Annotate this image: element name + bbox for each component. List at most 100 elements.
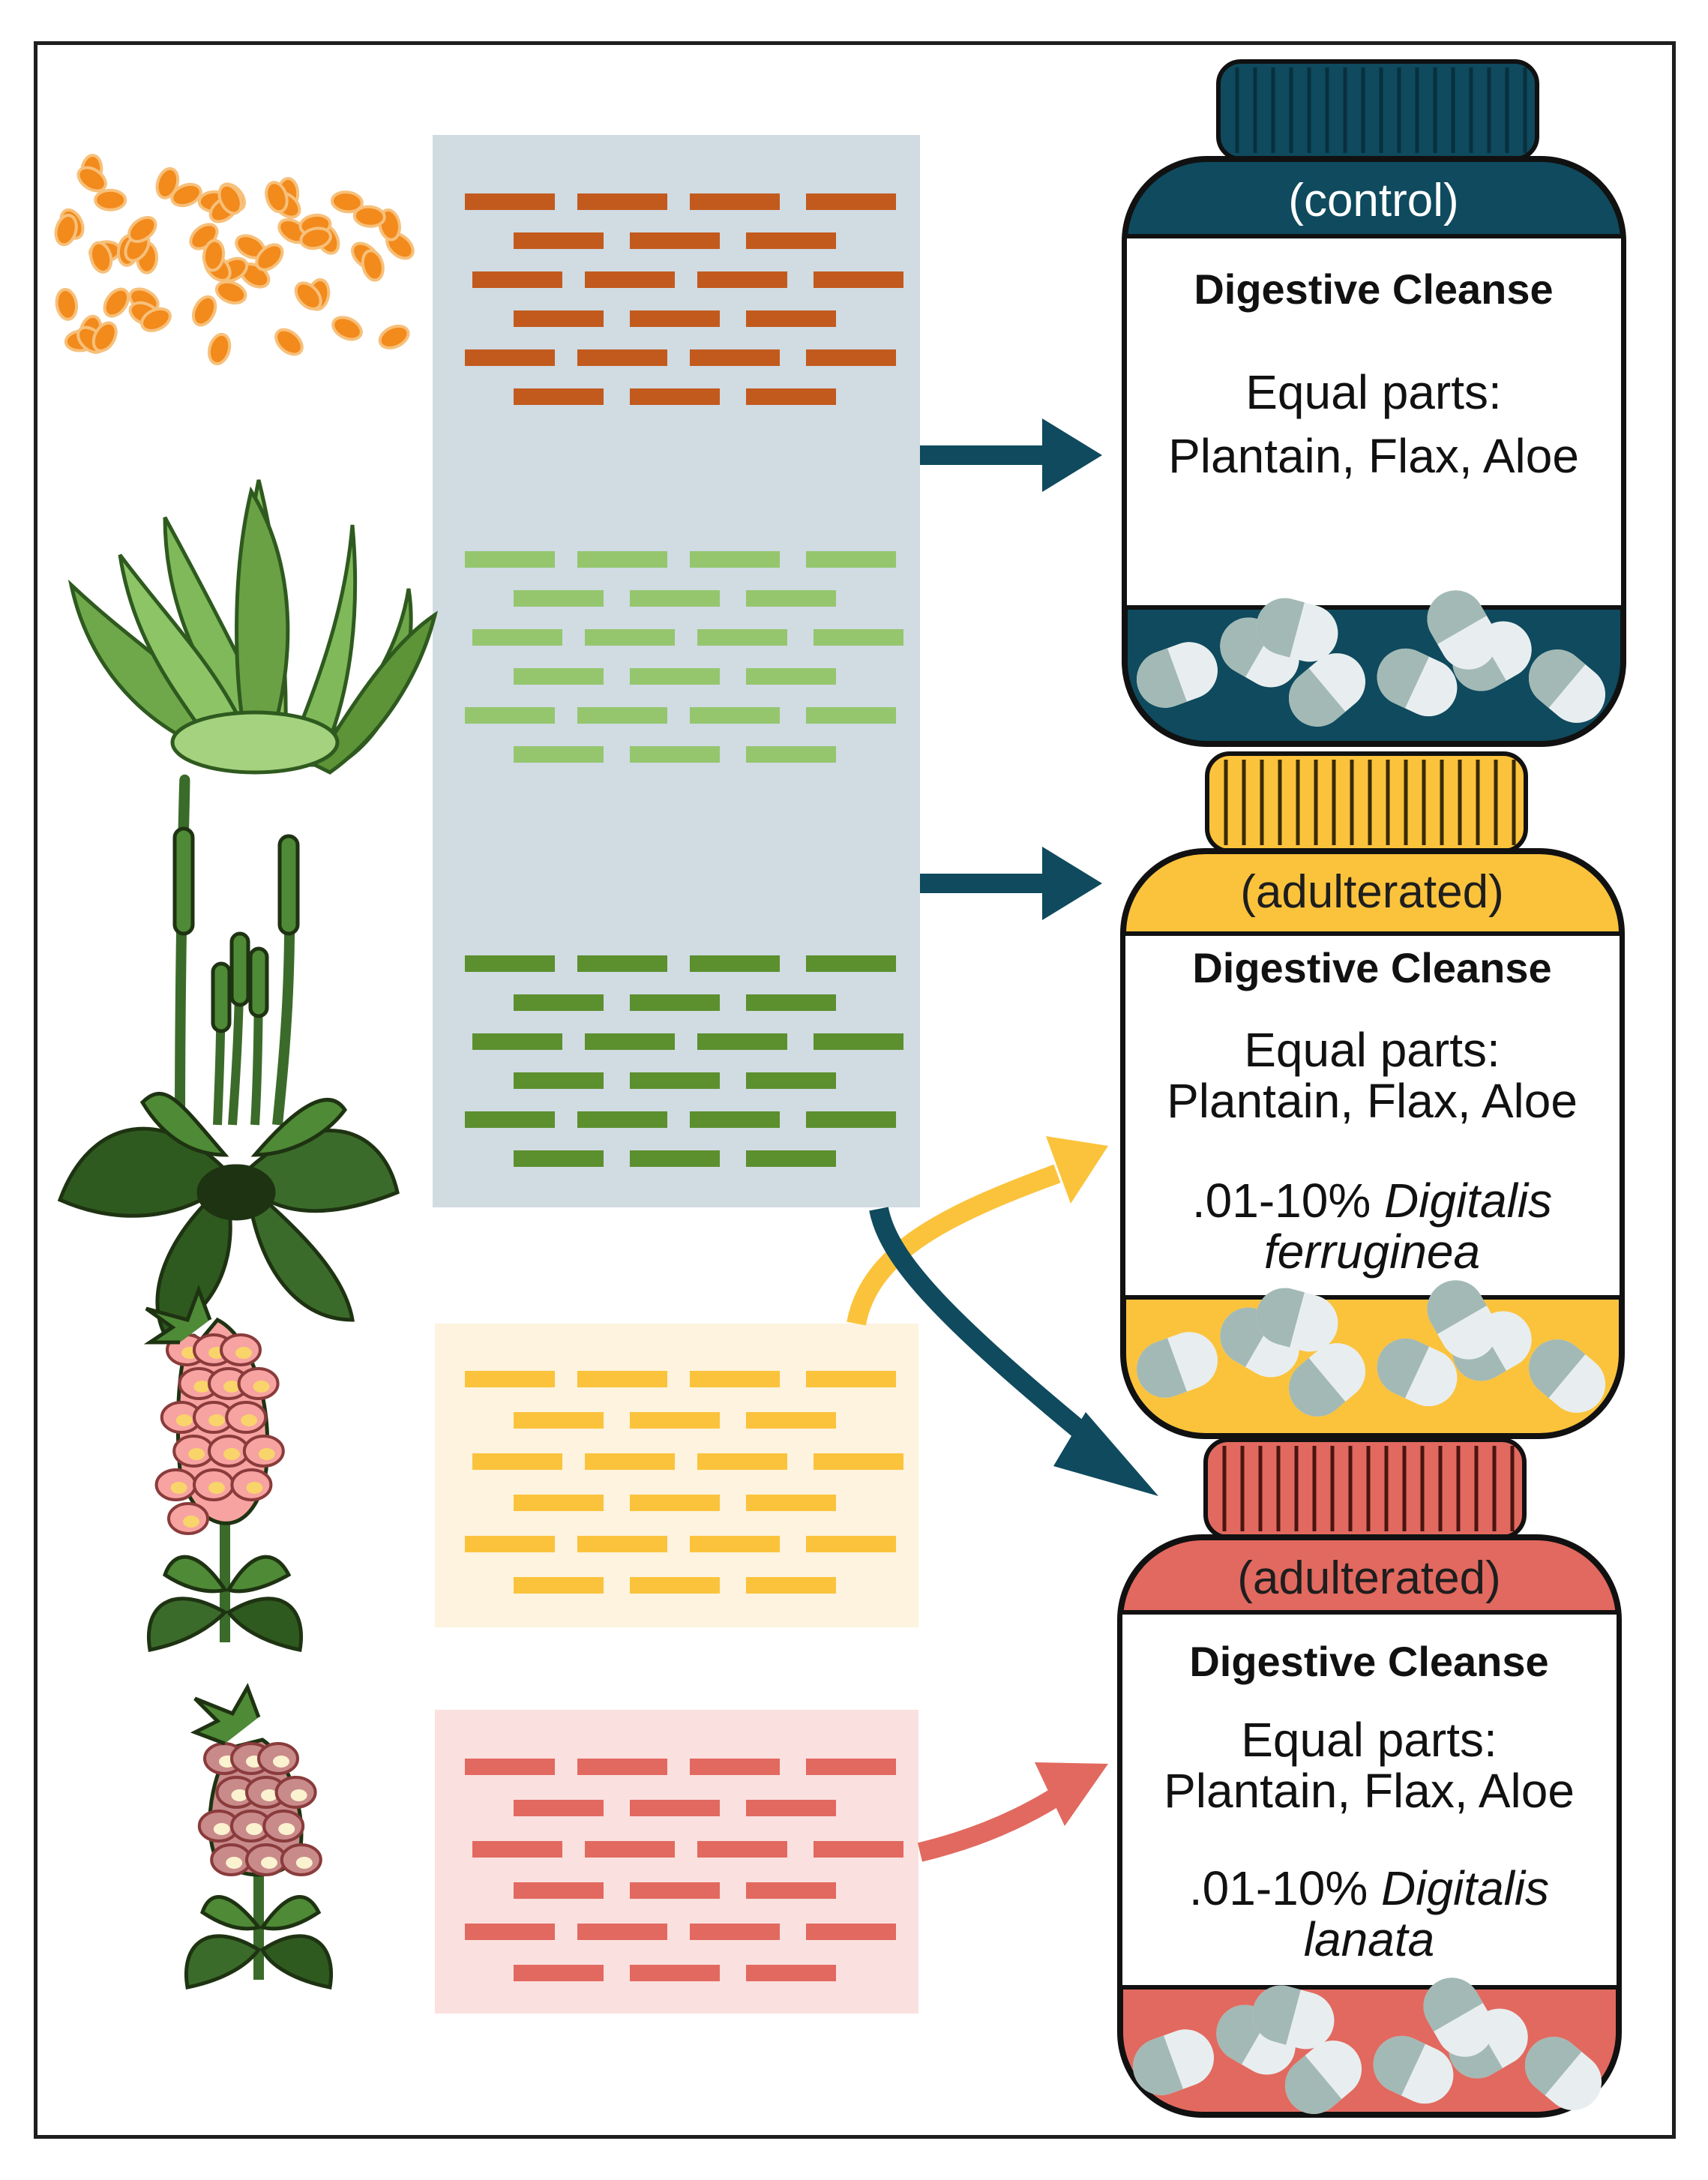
- extract-bar: [577, 707, 667, 724]
- extract-bar: [806, 955, 896, 972]
- extract-bar: [746, 1577, 836, 1594]
- extract-bar: [690, 1371, 780, 1387]
- flax-seed: [76, 166, 107, 193]
- extract-bar: [577, 1371, 667, 1387]
- extract-bar: [585, 271, 675, 288]
- flax-extract-bars: [465, 193, 903, 405]
- extract-bar: [806, 1924, 896, 1940]
- floret-center: [246, 1482, 263, 1494]
- extract-bar: [746, 1150, 836, 1167]
- extract-bar: [690, 551, 780, 568]
- extract-bar: [630, 668, 720, 685]
- extract-bar: [514, 232, 604, 249]
- flax-seed: [352, 205, 386, 228]
- extract-bar: [697, 629, 787, 646]
- extract-bar: [465, 349, 555, 366]
- extract-bar: [585, 1033, 675, 1050]
- flax-seed: [330, 190, 364, 214]
- extract-bar: [814, 1033, 903, 1050]
- capsule: [1427, 1280, 1497, 1360]
- capsule: [1256, 1288, 1338, 1352]
- capsule: [1373, 2035, 1454, 2104]
- extract-bar: [585, 1841, 675, 1858]
- flax-seeds-icon: [54, 154, 415, 366]
- bottle-tag: (adulterated): [1240, 866, 1504, 918]
- extract-bar: [577, 955, 667, 972]
- flax-seed: [217, 183, 243, 215]
- extract-bar: [472, 629, 562, 646]
- capsule: [1528, 1339, 1606, 1413]
- flax-seed: [127, 216, 157, 243]
- capsules: [1133, 1978, 1602, 2114]
- extract-bar: [814, 271, 903, 288]
- flax-seed: [155, 166, 180, 199]
- extract-bar: [697, 271, 787, 288]
- extract-bar: [697, 1453, 787, 1470]
- extract-bar: [690, 349, 780, 366]
- extract-bar: [814, 1453, 903, 1470]
- extract-bar: [630, 1577, 720, 1594]
- ferruginea-bottle-label: [1121, 931, 1624, 1300]
- floret-center: [193, 1381, 211, 1393]
- capsule: [1377, 648, 1458, 717]
- extract-bar: [806, 1371, 896, 1387]
- plantain-extract-bars: [465, 955, 903, 1167]
- capsule: [1137, 1332, 1218, 1398]
- floret-center: [175, 1414, 193, 1426]
- extract-bar: [630, 1882, 720, 1899]
- flax-seed: [331, 316, 363, 341]
- flax-seed: [103, 287, 130, 318]
- extract-bar: [630, 1965, 720, 1981]
- extract-bar: [472, 1453, 562, 1470]
- extract-bar: [514, 668, 604, 685]
- lanata-bottle-label: [1118, 1610, 1621, 1990]
- floret-center: [170, 1482, 187, 1494]
- extract-bar: [746, 994, 836, 1011]
- extract-bar: [630, 746, 720, 763]
- extract-bar: [465, 955, 555, 972]
- bottle-title: Digestive Cleanse: [1192, 944, 1551, 991]
- capsule: [1423, 1978, 1494, 2057]
- capsule: [1288, 653, 1366, 727]
- adulterant-line: .01-10% Digitalis: [1189, 1861, 1549, 1915]
- extract-bar: [806, 551, 896, 568]
- figure-border: [34, 41, 1676, 2139]
- bottle-line2: Plantain, Flax, Aloe: [1168, 429, 1579, 483]
- arrow-to-control-bottle: [920, 418, 1102, 492]
- extract-bar: [806, 707, 896, 724]
- extract-bar: [465, 1536, 555, 1552]
- digitalis-ferruginea-icon: [143, 1284, 303, 1652]
- extract-bar: [630, 310, 720, 327]
- floret-center: [208, 1482, 225, 1494]
- flax-seed: [294, 281, 322, 310]
- extract-bar: [690, 1536, 780, 1552]
- extract-bar: [630, 1150, 720, 1167]
- capsule: [1288, 1343, 1366, 1417]
- floret-center: [241, 1414, 258, 1426]
- flax-seed: [89, 241, 113, 274]
- extract-bar: [577, 551, 667, 568]
- arrow-lanata-curve: [917, 1762, 1108, 1862]
- extract-bar: [814, 1841, 903, 1858]
- extract-bar: [472, 1033, 562, 1050]
- aloe-extract-bars: [465, 551, 903, 763]
- extract-bar: [630, 388, 720, 405]
- capsule: [1252, 1985, 1335, 2050]
- control-bottle-label: [1122, 234, 1626, 610]
- extract-bar: [697, 1033, 787, 1050]
- capsule: [1427, 590, 1497, 670]
- floret-center: [258, 1448, 275, 1460]
- extract-bar: [514, 388, 604, 405]
- floret-center: [188, 1448, 205, 1460]
- flax-seed: [140, 307, 172, 332]
- extract-bar: [472, 1841, 562, 1858]
- extract-bar: [465, 1111, 555, 1128]
- flax-seed: [202, 238, 226, 272]
- control-bottle: (control) Digestive Cleanse Equal parts:…: [1122, 59, 1626, 747]
- extract-bar: [577, 1924, 667, 1940]
- floret-center: [226, 1857, 243, 1869]
- flax-seed: [207, 332, 232, 366]
- capsule: [1133, 2029, 1214, 2095]
- floret-center: [295, 1857, 313, 1869]
- floret-center: [273, 1756, 289, 1768]
